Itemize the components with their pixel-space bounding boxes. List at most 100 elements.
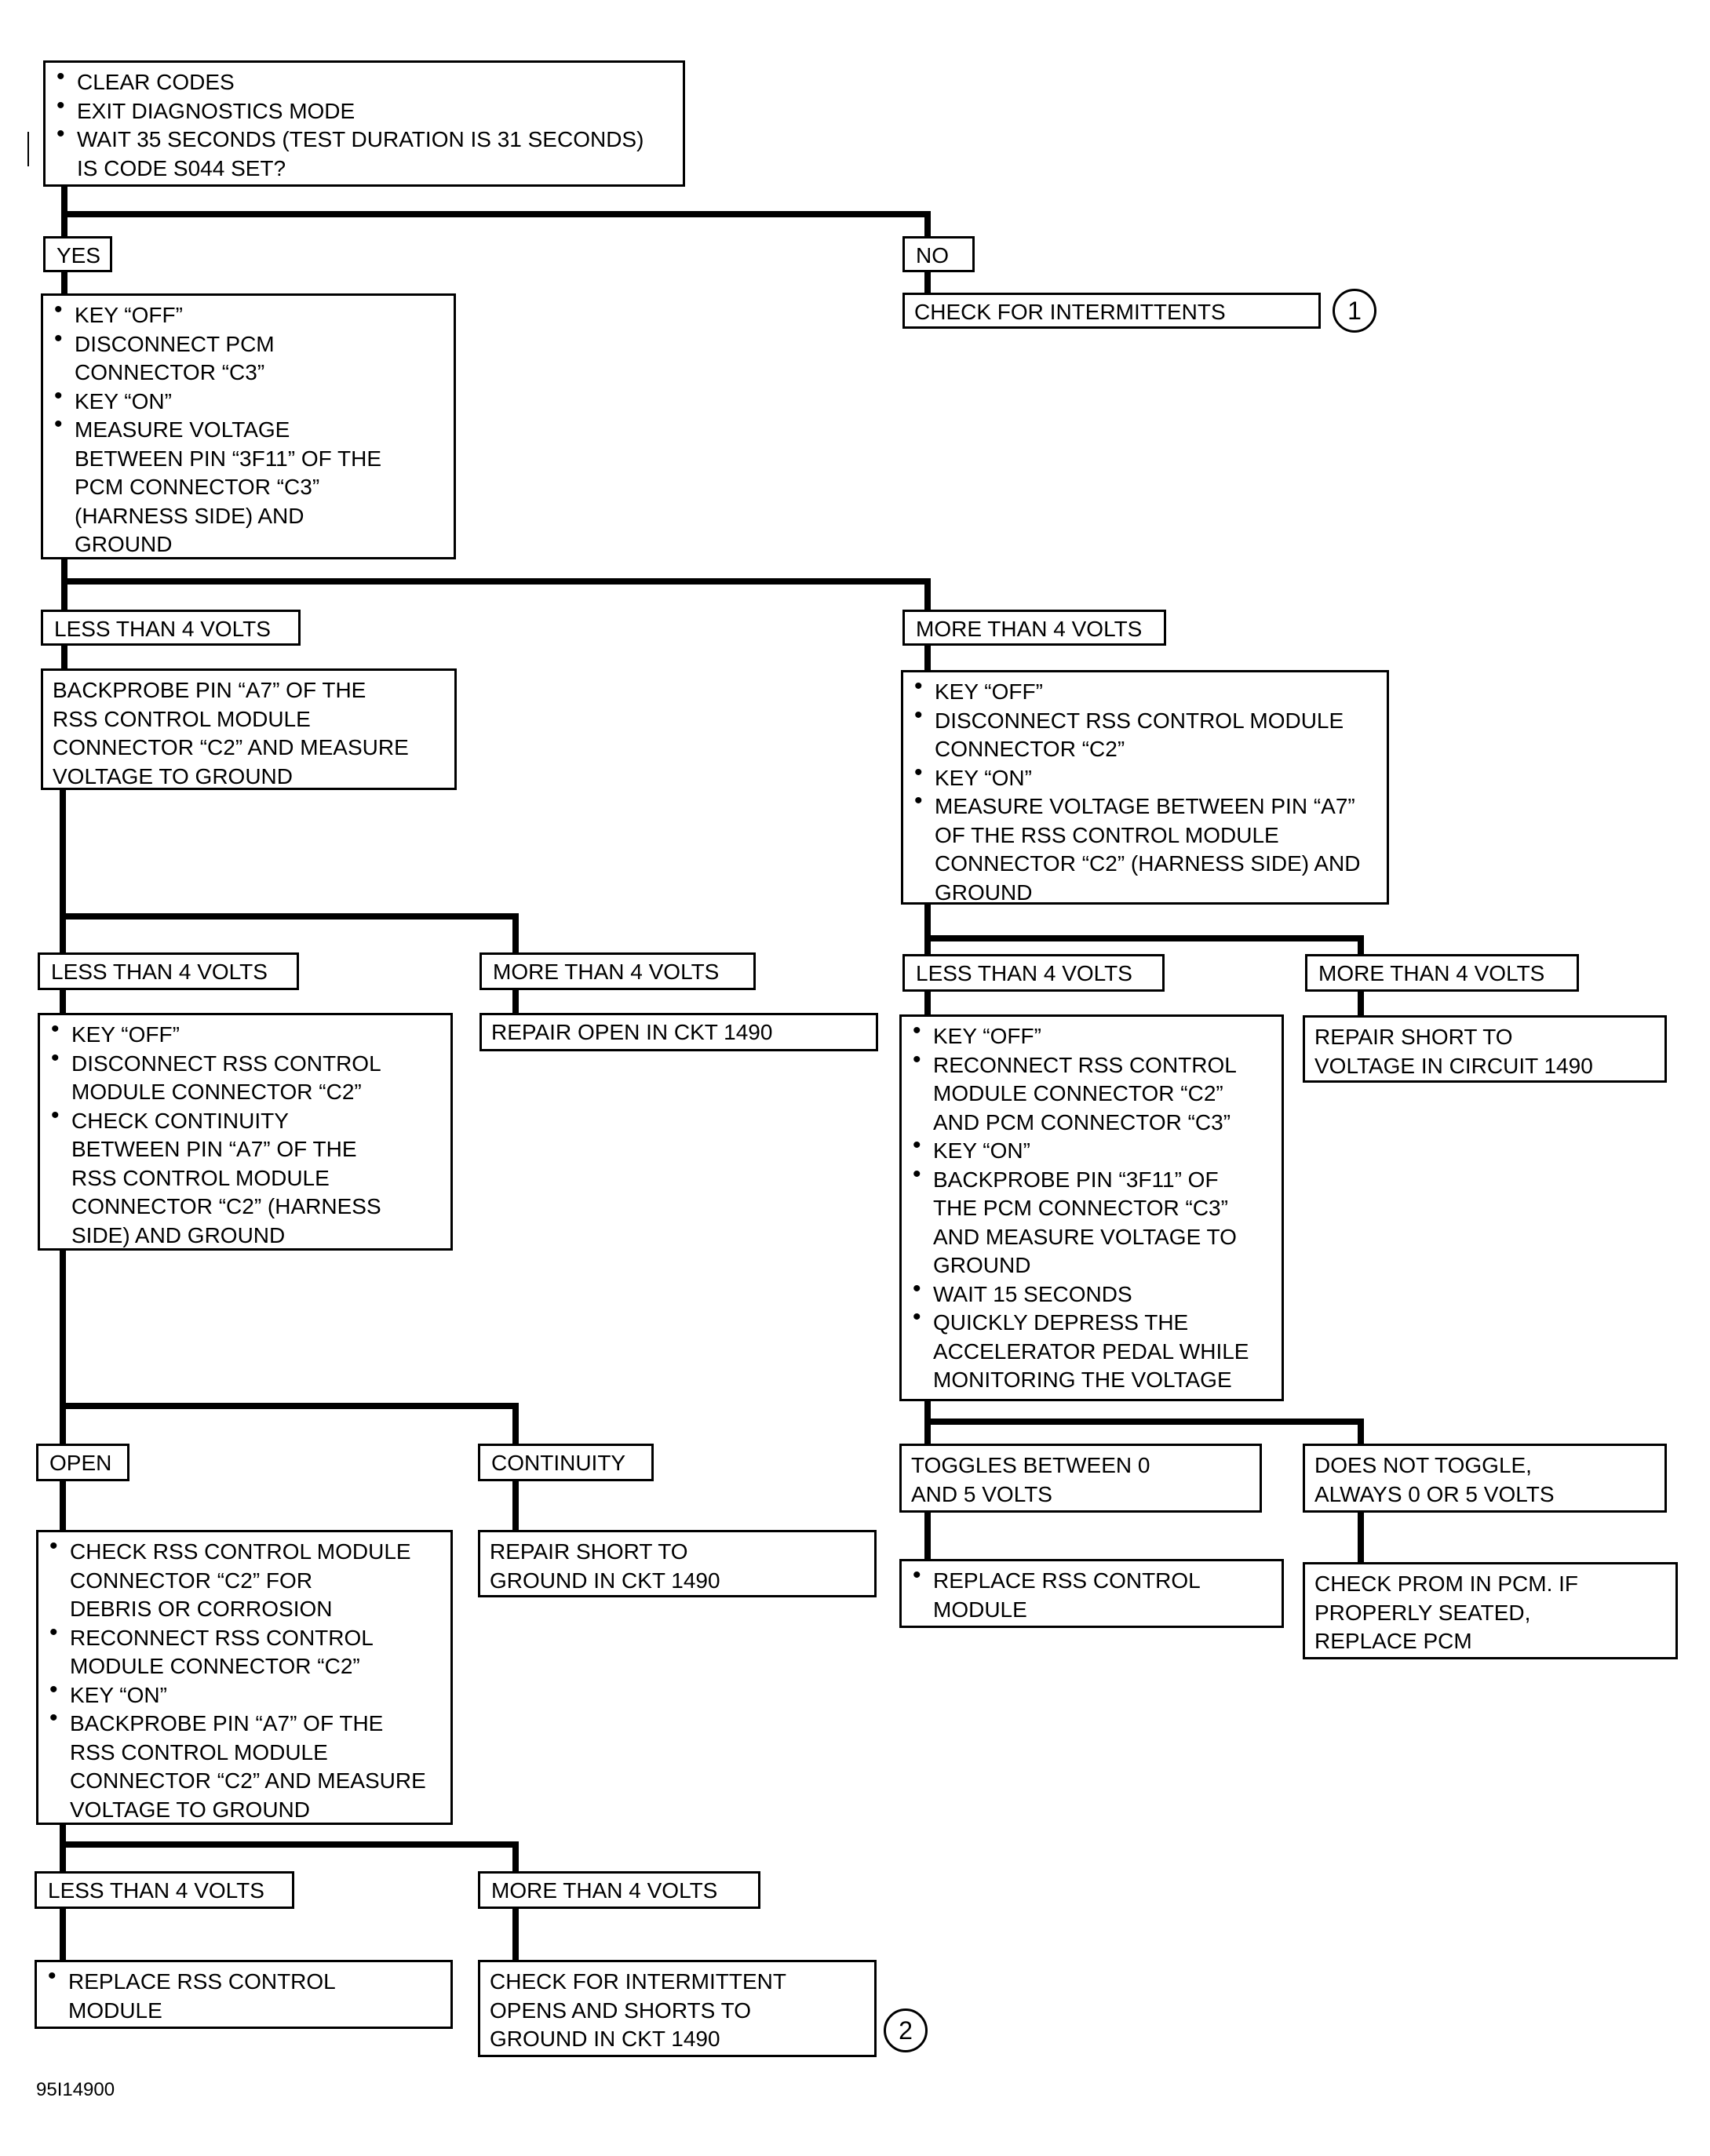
text-line: BETWEEN PIN “A7” OF THE xyxy=(71,1137,357,1161)
label-does-not-toggle: DOES NOT TOGGLE,ALWAYS 0 OR 5 VOLTS xyxy=(1303,1444,1667,1513)
bullet-line: KEY “ON” xyxy=(911,1131,1272,1166)
bullet-line: KEY “OFF” xyxy=(53,296,444,330)
text-line: THE PCM CONNECTOR “C3” xyxy=(933,1196,1228,1220)
label-less-than-4-volts-c: LESS THAN 4 VOLTS xyxy=(902,954,1165,992)
text-line: CONNECTOR “C3” xyxy=(75,360,265,384)
text-line: GROUND xyxy=(933,1253,1031,1277)
text-line: AND MEASURE VOLTAGE TO xyxy=(933,1224,1237,1249)
text-line: LESS THAN 4 VOLTS xyxy=(916,961,1132,985)
figure-id: 95I14900 xyxy=(36,2079,115,2100)
text-line: BACKPROBE PIN “A7” OF THE xyxy=(53,678,366,702)
connector-start xyxy=(61,187,931,239)
label-no: NO xyxy=(902,236,975,272)
label-toggles-between-0-and-5-volts: TOGGLES BETWEEN 0 AND 5 VOLTS xyxy=(899,1444,1262,1513)
text-line: GROUND IN CKT 1490 xyxy=(490,2027,720,2051)
bullet-line: EXIT DIAGNOSTICS MODE xyxy=(55,92,673,126)
label-more-than-4-volts-b: MORE THAN 4 VOLTS xyxy=(479,952,756,990)
text-line: BETWEEN PIN “3F11” OF THE xyxy=(75,446,382,471)
box-check-prom-in-pcm: CHECK PROM IN PCM. IF PROPERLY SEATED, REP… xyxy=(1303,1562,1678,1659)
bullet-line: WAIT 35 SECONDS (TEST DURATION IS 31 SEC… xyxy=(55,120,673,155)
text-line: DOES NOT TOGGLE, xyxy=(1314,1453,1532,1477)
label-more-than-4-volts-a: MORE THAN 4 VOLTS xyxy=(902,610,1166,646)
label-yes: YES xyxy=(43,236,112,272)
text-line: RSS CONTROL MODULE xyxy=(70,1739,328,1764)
bullet-line: KEY “ON” xyxy=(53,382,444,417)
text-line: GROUND xyxy=(75,532,173,556)
text-line: IS CODE S044 SET? xyxy=(77,155,286,180)
bullet-line: KEY “ON” xyxy=(913,759,1377,793)
bullet-line: DISCONNECT RSS CONTROL MODULE xyxy=(913,701,1377,736)
text-line: VOLTAGE TO GROUND xyxy=(53,763,293,788)
bullet-line: CLEAR CODES xyxy=(55,63,673,97)
text-line: MODULE CONNECTOR “C2” xyxy=(933,1081,1223,1105)
text-line: MONITORING THE VOLTAGE xyxy=(933,1368,1232,1392)
text-line: CHECK PROM IN PCM. IF xyxy=(1314,1571,1579,1596)
text-line: CONTINUITY xyxy=(491,1451,626,1475)
text-line: CONNECTOR “C2” AND MEASURE xyxy=(70,1768,426,1793)
text-line: REPLACE PCM xyxy=(1314,1629,1472,1653)
label-more-than-4-volts-c: MORE THAN 4 VOLTS xyxy=(1305,954,1579,992)
bullet-line: RECONNECT RSS CONTROL xyxy=(911,1046,1272,1080)
text-line: OPENS AND SHORTS TO xyxy=(490,1998,751,2023)
box-repair-open-ckt-1490: REPAIR OPEN IN CKT 1490 xyxy=(479,1013,878,1051)
connector-pcm-branch xyxy=(61,557,931,612)
text-line: GROUND xyxy=(935,880,1033,905)
text-line: CONNECTOR “C2” xyxy=(935,737,1125,761)
box-backprobe-pin-a7: BACKPROBE PIN “A7” OF THE RSS CONTROL MOD… xyxy=(41,668,457,790)
text-line: MORE THAN 4 VOLTS xyxy=(493,960,720,984)
text-line: MORE THAN 4 VOLTS xyxy=(916,617,1143,641)
text-line: CONNECTOR “C2” (HARNESS xyxy=(71,1194,381,1218)
text-line: MORE THAN 4 VOLTS xyxy=(1318,961,1545,985)
text-line: RSS CONTROL MODULE xyxy=(53,706,311,731)
label-less-than-4-volts-b: LESS THAN 4 VOLTS xyxy=(38,952,299,990)
text-line: PROPERLY SEATED, xyxy=(1314,1600,1531,1625)
bullet-line: BACKPROBE PIN “3F11” OF xyxy=(911,1160,1272,1195)
bullet-line: KEY “ON” xyxy=(48,1676,441,1710)
connector-open-step-branch xyxy=(60,1823,519,1874)
bullet-line: CHECK RSS CONTROL MODULE xyxy=(48,1532,441,1567)
bullet-line: MEASURE VOLTAGE xyxy=(53,410,444,445)
text-line: LESS THAN 4 VOLTS xyxy=(48,1878,264,1903)
bullet-line: REPLACE RSS CONTROL xyxy=(46,1962,441,1997)
box-disconnect-rss-measure: KEY “OFF”DISCONNECT RSS CONTROL MODULECO… xyxy=(901,670,1389,905)
bullet-line: REPLACE RSS CONTROL xyxy=(911,1561,1272,1596)
text-line: AND PCM CONNECTOR “C3” xyxy=(933,1109,1231,1134)
bullet-line: MEASURE VOLTAGE BETWEEN PIN “A7” xyxy=(913,787,1377,821)
text-line: VOLTAGE TO GROUND xyxy=(70,1797,310,1822)
text-line: VOLTAGE IN CIRCUIT 1490 xyxy=(1314,1053,1593,1078)
connector-toggle-branch xyxy=(924,1399,1364,1446)
text-line: MODULE CONNECTOR “C2” xyxy=(71,1080,362,1104)
text-line: LESS THAN 4 VOLTS xyxy=(51,960,268,984)
bullet-line: DISCONNECT PCM xyxy=(53,325,444,359)
bullet-line: KEY “OFF” xyxy=(911,1017,1272,1051)
box-clear-codes-start: CLEAR CODESEXIT DIAGNOSTICS MODEWAIT 35 … xyxy=(43,60,685,187)
connector-rss-branch xyxy=(924,902,1364,956)
reference-circle-2: 2 xyxy=(884,2009,928,2052)
text-line: OPEN xyxy=(49,1451,112,1475)
text-line: ACCELERATOR PEDAL WHILE xyxy=(933,1338,1249,1364)
text-line: MORE THAN 4 VOLTS xyxy=(491,1878,718,1903)
text-line: MODULE CONNECTOR “C2” xyxy=(70,1654,360,1678)
bullet-line: QUICKLY DEPRESS THE xyxy=(911,1303,1272,1338)
box-check-for-intermittents: CHECK FOR INTERMITTENTS xyxy=(902,293,1321,329)
text-line: TOGGLES BETWEEN 0 xyxy=(911,1453,1150,1477)
text-line: (HARNESS SIDE) AND xyxy=(75,503,304,528)
text-line: CONNECTOR “C2” FOR xyxy=(70,1568,313,1593)
text-line: PCM CONNECTOR “C3” xyxy=(75,475,320,499)
text-line: CONNECTOR “C2” (HARNESS SIDE) AND xyxy=(935,851,1361,876)
bullet-line: KEY “OFF” xyxy=(49,1015,441,1050)
text-line: CONNECTOR “C2” AND MEASURE xyxy=(53,735,409,759)
text-line: NO xyxy=(916,243,949,268)
label-more-than-4-volts-d: MORE THAN 4 VOLTS xyxy=(478,1871,760,1909)
text-line: AND 5 VOLTS xyxy=(911,1481,1052,1506)
connector-backprobe-branch xyxy=(60,788,519,955)
